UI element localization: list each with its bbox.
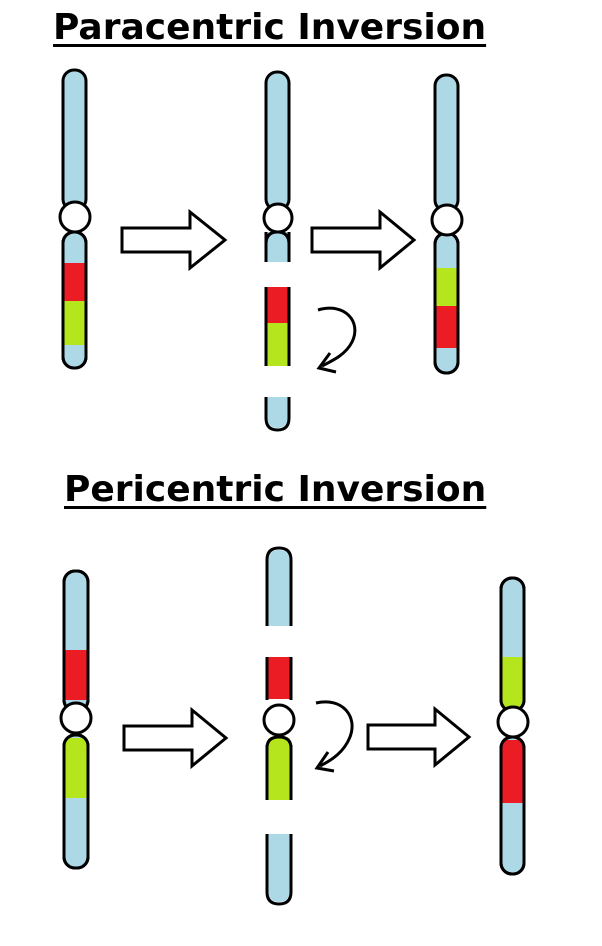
segment-green (267, 323, 288, 366)
segment-green (268, 738, 290, 800)
peri-chromosome-broken (262, 546, 296, 906)
paracentric-inversion-title: Paracentric Inversion (53, 7, 487, 48)
segment-green (64, 301, 85, 345)
centromere (262, 703, 296, 737)
segment-green (436, 268, 457, 306)
centromere (59, 701, 93, 735)
pericentric-inversion-title: Pericentric Inversion (64, 469, 487, 510)
block-arrow-right-icon (122, 706, 229, 770)
segment-green (65, 738, 87, 798)
segment-red (436, 306, 457, 348)
para-detached-segment (264, 287, 291, 366)
segment-red (502, 740, 523, 803)
curved-rotate-arrow-icon (314, 700, 354, 773)
segment-red (65, 650, 87, 700)
centromere (430, 203, 464, 237)
segment-red (267, 287, 288, 323)
para-chromosome-broken (262, 70, 294, 432)
para-original-lower-arm (61, 230, 88, 370)
segment-red (64, 263, 85, 301)
para-chromosome-original (58, 68, 92, 370)
block-arrow-right-icon (310, 208, 417, 272)
centromere (58, 200, 92, 234)
para-chromosome-inverted (430, 73, 464, 375)
block-arrow-right-icon (366, 705, 472, 769)
peri-chromosome-original (59, 569, 93, 870)
para-inverted-lower-arm (433, 231, 460, 375)
block-arrow-right-icon (120, 208, 228, 272)
segment-green (502, 657, 523, 709)
centromere (262, 202, 294, 234)
centromere (496, 705, 530, 739)
segment-red (268, 657, 290, 699)
peri-chromosome-inverted (496, 576, 530, 876)
curved-rotate-arrow-icon (316, 306, 357, 374)
